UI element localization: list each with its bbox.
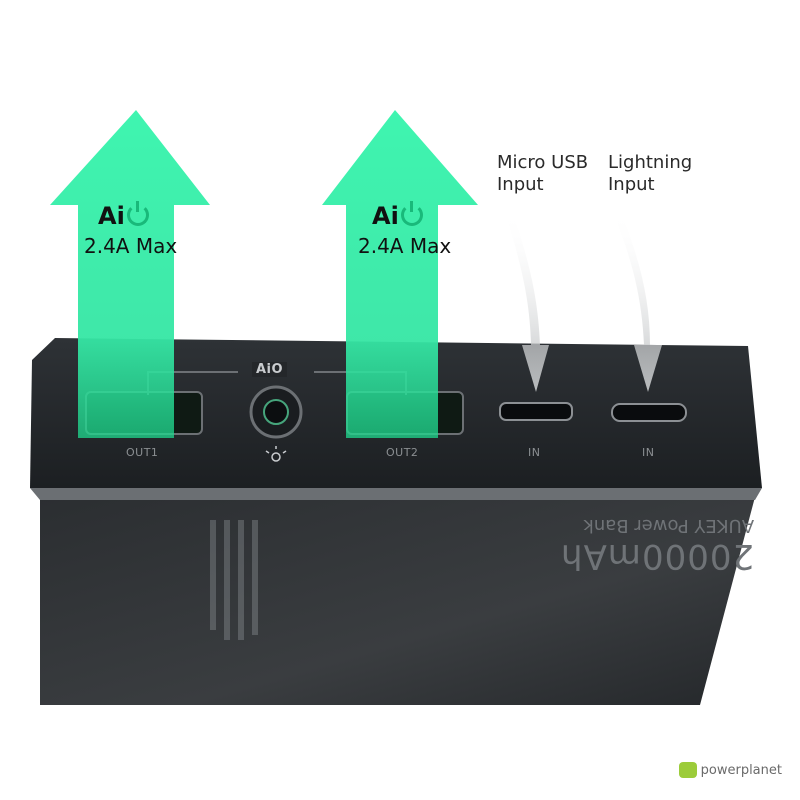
out2-aio-logo: Ai <box>372 201 423 230</box>
lamp-icon <box>265 446 287 462</box>
device-printed-spec <box>210 520 258 640</box>
output-arrows <box>50 110 478 438</box>
lightning-port <box>611 403 687 422</box>
out2-aio-text: Ai <box>372 202 399 230</box>
device-capacity: 20000mAh <box>560 536 755 576</box>
watermark-text: powerplanet <box>700 762 782 778</box>
power-icon <box>126 201 149 226</box>
lightning-label: Lightning Input <box>608 152 692 196</box>
out2-port-label: OUT2 <box>386 446 419 459</box>
out2-max-label: 2.4A Max <box>358 234 452 258</box>
device-model: AUKEY Power Bank <box>583 515 755 536</box>
watermark: powerplanet <box>678 762 782 778</box>
out1-aio-logo: Ai <box>98 201 149 230</box>
lightning-label-line1: Lightning <box>608 152 693 173</box>
out2-arrow <box>322 110 478 438</box>
micro-usb-label-line2: Input <box>497 174 544 195</box>
micro-usb-input-arrow <box>506 210 549 392</box>
power-icon <box>400 201 423 226</box>
input-arrows <box>506 210 662 392</box>
out1-arrow <box>50 110 210 438</box>
power-bank-front <box>40 497 755 705</box>
micro-usb-label: Micro USB Input <box>497 152 588 196</box>
micro-usb-port-label: IN <box>528 446 541 459</box>
power-bank-edge <box>30 488 762 500</box>
lightning-input-arrow <box>614 210 662 392</box>
micro-usb-label-line1: Micro USB <box>497 152 589 173</box>
micro-usb-port <box>499 402 573 421</box>
lightning-label-line2: Input <box>608 174 655 195</box>
out1-aio-text: Ai <box>98 202 125 230</box>
lightning-port-label: IN <box>642 446 655 459</box>
center-aio-label: AiO <box>252 362 288 377</box>
device-print: 20000mAh AUKEY Power Bank <box>560 515 754 576</box>
out1-port-label: OUT1 <box>126 446 159 459</box>
out1-max-label: 2.4A Max <box>84 234 178 258</box>
watermark-logo-icon <box>678 762 697 778</box>
